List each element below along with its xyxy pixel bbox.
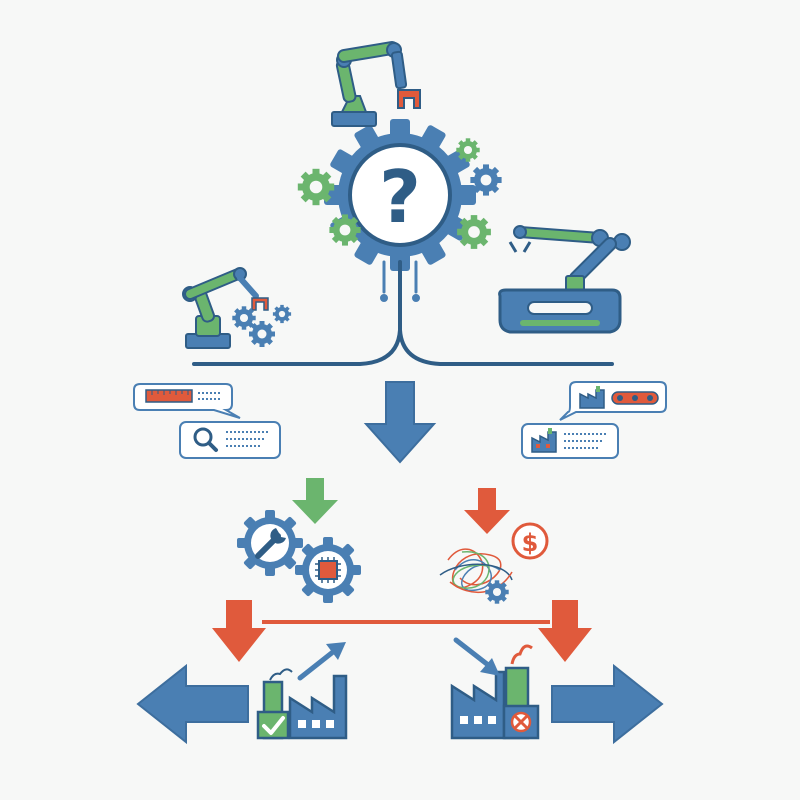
callout-ruler	[133, 383, 241, 419]
dollar-coin-icon: $	[511, 522, 549, 560]
callout-factory	[521, 423, 619, 459]
main-down-arrow	[363, 381, 437, 464]
red-split-connector	[212, 600, 592, 662]
factory-icon	[579, 386, 605, 409]
branch-connector	[192, 260, 614, 366]
check-icon	[262, 716, 285, 735]
tangled-wires-icon	[439, 548, 513, 594]
conveyor-icon	[611, 391, 659, 405]
right-outcome-arrow	[551, 663, 664, 745]
gear-icon	[485, 580, 509, 604]
gear-icon	[232, 304, 292, 347]
factory-icon	[256, 668, 348, 740]
robotic-arm-icon	[508, 225, 631, 293]
factory-icon	[531, 428, 557, 453]
red-down-arrow	[464, 488, 510, 534]
question-mark-icon: ?	[379, 155, 421, 239]
magnifier-icon	[193, 427, 218, 452]
drip-lines	[380, 260, 420, 302]
callout-magnifier	[179, 421, 281, 459]
green-down-arrow	[292, 478, 338, 524]
callout-conveyor	[559, 381, 667, 421]
robotic-arm-icon	[182, 267, 269, 349]
wrench-icon	[255, 528, 286, 559]
central-question-gear: ?	[324, 119, 476, 271]
robotic-arm-icon	[331, 41, 421, 127]
chip-icon	[315, 557, 341, 583]
ruler-icon	[145, 389, 193, 403]
dollar-symbol: $	[522, 529, 539, 557]
x-icon	[514, 715, 528, 729]
car-chassis-icon	[498, 288, 622, 334]
trend-down-icon	[453, 637, 500, 676]
trend-up-icon	[297, 642, 346, 681]
left-outcome-arrow	[136, 663, 249, 745]
